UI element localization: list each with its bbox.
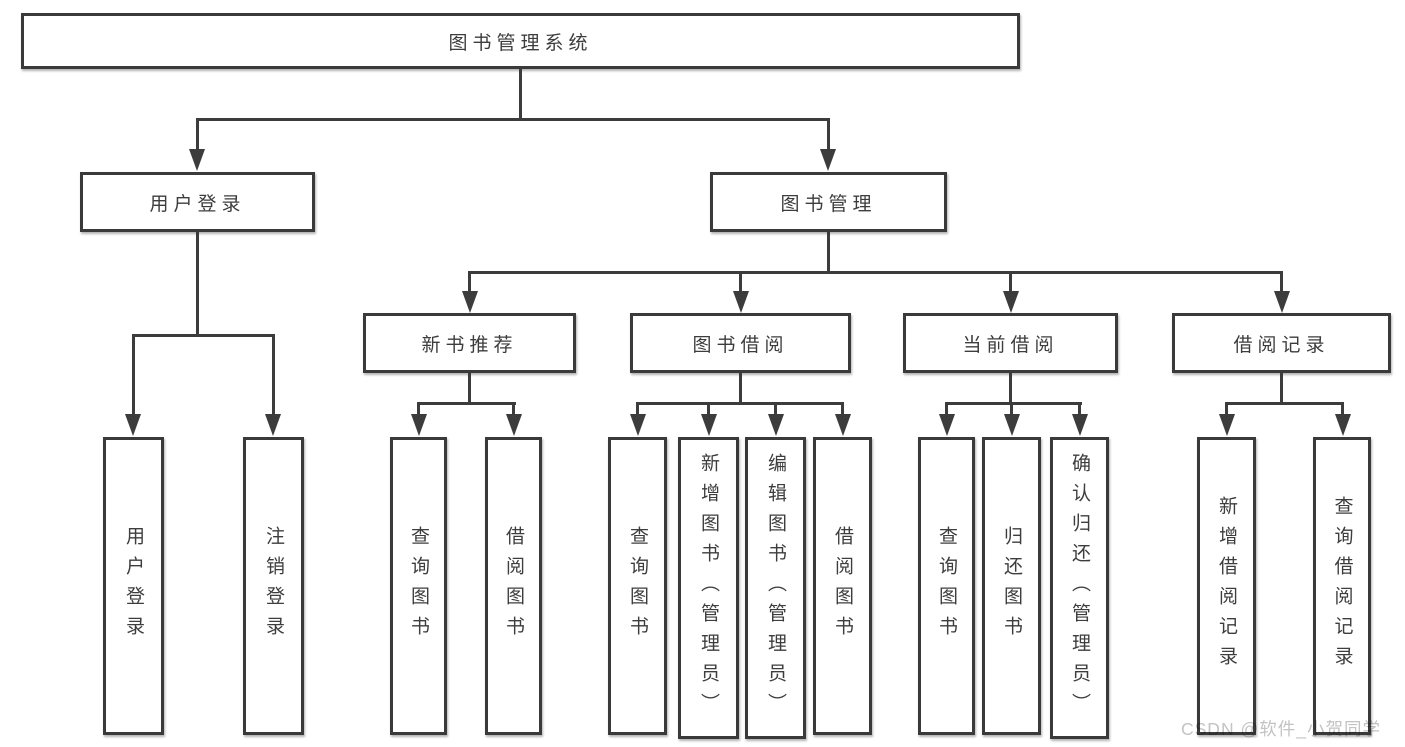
connector-line <box>132 334 275 337</box>
connector-line <box>945 402 1082 405</box>
csdn-watermark: CSDN @软件_小贺同学 <box>1181 719 1381 739</box>
connector-line <box>739 271 742 292</box>
connector-line <box>272 334 275 415</box>
arrowhead-icon <box>125 414 141 436</box>
node-leaf-nbr-query-books: 查询图书 <box>390 437 447 735</box>
arrowhead-icon <box>733 291 749 313</box>
connector-line <box>132 334 135 415</box>
arrowhead-icon <box>1274 291 1290 313</box>
arrowhead-icon <box>506 414 522 436</box>
node-current-borrow: 当前借阅 <box>903 313 1118 373</box>
connector-line <box>519 69 522 120</box>
node-book-mgmt: 图书管理 <box>710 172 947 232</box>
connector-line <box>945 402 948 416</box>
node-leaf-bb-borrow-books: 借阅图书 <box>813 437 872 735</box>
node-leaf-cb-return-books: 归还图书 <box>982 437 1041 735</box>
connector-line <box>1078 402 1081 416</box>
node-leaf-cb-confirm-return-admin: 确认归还（管理员） <box>1050 437 1109 739</box>
connector-line <box>1010 402 1013 416</box>
arrowhead-icon <box>1072 414 1088 436</box>
node-leaf-bb-add-books-admin: 新增图书（管理员） <box>678 437 739 739</box>
connector-line <box>196 232 199 336</box>
arrowhead-icon <box>411 414 427 436</box>
connector-line <box>636 402 639 416</box>
connector-line <box>1280 271 1283 292</box>
connector-line <box>1280 373 1283 404</box>
node-leaf-br-query-record: 查询借阅记录 <box>1313 437 1371 735</box>
connector-line <box>1225 402 1228 416</box>
node-leaf-br-add-record: 新增借阅记录 <box>1197 437 1256 735</box>
connector-line <box>827 232 830 273</box>
arrowhead-icon <box>1004 414 1020 436</box>
node-leaf-bb-edit-books-admin: 编辑图书（管理员） <box>745 437 806 739</box>
arrowhead-icon <box>1003 291 1019 313</box>
arrowhead-icon <box>939 414 955 436</box>
arrowhead-icon <box>835 414 851 436</box>
arrowhead-icon <box>1219 414 1235 436</box>
connector-line <box>417 402 516 405</box>
node-leaf-user-login: 用户登录 <box>103 437 164 735</box>
node-new-book-rec: 新书推荐 <box>363 313 576 373</box>
arrowhead-icon <box>189 149 205 171</box>
node-user-login: 用户登录 <box>80 172 315 232</box>
connector-line <box>774 402 777 416</box>
connector-line <box>468 373 471 404</box>
connector-line <box>196 118 830 121</box>
node-leaf-nbr-borrow-books: 借阅图书 <box>485 437 542 735</box>
connector-line <box>468 271 1283 274</box>
node-leaf-cb-query-books: 查询图书 <box>918 437 975 735</box>
connector-line <box>1009 373 1012 404</box>
node-leaf-logout: 注销登录 <box>243 437 304 735</box>
connector-line <box>827 118 830 152</box>
node-book-borrow: 图书借阅 <box>630 313 851 373</box>
arrowhead-icon <box>462 291 478 313</box>
node-leaf-bb-query-books: 查询图书 <box>608 437 667 735</box>
arrowhead-icon <box>768 414 784 436</box>
connector-line <box>1009 271 1012 292</box>
node-borrow-record: 借阅记录 <box>1172 313 1391 373</box>
arrowhead-icon <box>701 414 717 436</box>
arrowhead-icon <box>820 149 836 171</box>
connector-line <box>512 402 515 416</box>
arrowhead-icon <box>265 414 281 436</box>
connector-line <box>707 402 710 416</box>
connector-line <box>841 402 844 416</box>
connector-line <box>1341 402 1344 416</box>
connector-line <box>636 402 844 405</box>
node-root: 图书管理系统 <box>21 13 1020 69</box>
connector-line <box>1225 402 1344 405</box>
connector-line <box>468 271 471 292</box>
arrowhead-icon <box>1335 414 1351 436</box>
arrowhead-icon <box>630 414 646 436</box>
connector-line <box>417 402 420 416</box>
connector-line <box>739 373 742 404</box>
connector-line <box>196 118 199 152</box>
